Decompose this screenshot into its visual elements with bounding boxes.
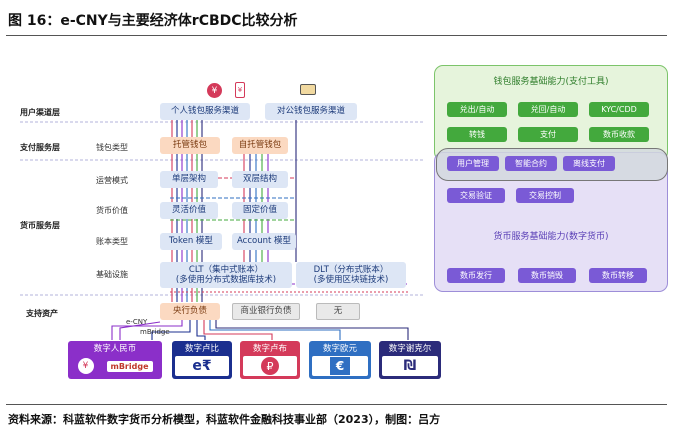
wallet-panel-title: 钱包服务基础能力(支付工具) (493, 77, 609, 87)
layer-currency-service: 货币服务层 (20, 221, 60, 230)
yuan-coin-icon: ¥ (207, 83, 222, 98)
layer-user-channel: 用户渠道层 (20, 108, 60, 117)
clt-subtitle: (多使用分布式数据库技术) (175, 275, 277, 285)
bottom-rule (6, 404, 667, 405)
dlt-title: DLT（分布式账本） (313, 264, 389, 275)
euro-symbol-icon: € (330, 357, 350, 375)
clt-box: CLT（集中式账本） (多使用分布式数据库技术) (160, 262, 292, 288)
rupee-symbol-icon: e₹ (192, 358, 212, 374)
figure-title: 图 16：e-CNY与主要经济体rCBDC比较分析 (8, 13, 298, 29)
currency-name: 数字人民币 (93, 343, 137, 354)
fixed-value-box: 固定价值 (232, 202, 288, 219)
currency-symbol-area: ₽ (243, 356, 297, 376)
capability-payment: 支付 (518, 127, 578, 142)
currency-name: 数字欧元 (322, 343, 357, 354)
currency-symbol-area: € (312, 356, 368, 376)
self-custody-wallet-box: 自托管钱包 (232, 137, 288, 154)
ruble-symbol-icon: ₽ (261, 357, 279, 375)
top-rule (6, 35, 667, 36)
mobile-phone-icon: ¥ (235, 82, 245, 98)
currency-panel-title: 货币服务基础能力(数字货币) (493, 232, 609, 242)
capability-transfer: 转钱 (447, 127, 507, 142)
none-box: 无 (316, 303, 360, 320)
source-note: 资料来源：科蓝软件数字货币分析模型，科蓝软件金融科技事业部（2023），制图：吕… (8, 413, 441, 426)
account-model-box: Account 模型 (232, 233, 296, 250)
token-model-box: Token 模型 (160, 233, 222, 250)
dual-layer-box: 双层结构 (232, 171, 288, 188)
currency-card-ecny: 数字人民币 ¥ mBridge (68, 341, 162, 379)
ecny-link-label: e-CNY (126, 318, 148, 326)
layer-support-asset: 支持资产 (26, 309, 58, 318)
capability-exchange-back: 兑回/自动 (518, 102, 578, 117)
layer-payment-service: 支付服务层 (20, 143, 60, 152)
sublabel-operation-mode: 运营模式 (96, 176, 128, 185)
capability-transaction-verification: 交易验证 (447, 188, 505, 203)
capability-offline-payment: 离线支付 (563, 156, 615, 171)
currency-card-eshekel: 数字谢克尔 ₪ (379, 341, 441, 379)
sublabel-currency-value: 货币价值 (96, 206, 128, 215)
clt-title: CLT（集中式账本） (188, 264, 264, 275)
currency-symbol-area: ¥ mBridge (71, 356, 159, 376)
sublabel-account-type: 账本类型 (96, 237, 128, 246)
single-layer-box: 单层架构 (160, 171, 218, 188)
mbridge-logo: mBridge (106, 360, 153, 372)
capability-smart-contract: 智能合约 (505, 156, 557, 171)
currency-name: 数字谢克尔 (388, 343, 432, 354)
currency-name: 数字卢布 (252, 343, 287, 354)
capability-currency-transfer: 数币转移 (589, 268, 647, 283)
capability-exchange-out: 兑出/自动 (447, 102, 507, 117)
central-bank-liability-box: 央行负债 (160, 303, 220, 320)
currency-card-erupee: 数字卢比 e₹ (172, 341, 232, 379)
computer-terminal-icon (300, 84, 316, 95)
custodial-wallet-box: 托管钱包 (160, 137, 220, 154)
capability-kyc-cdd: KYC/CDD (589, 102, 649, 117)
shekel-symbol-icon: ₪ (403, 358, 417, 374)
commercial-bank-liability-box: 商业银行负债 (232, 303, 300, 320)
dlt-subtitle: (多使用区块链技术) (313, 275, 389, 285)
flexible-value-box: 灵活价值 (160, 202, 218, 219)
capability-issuance: 数币发行 (447, 268, 505, 283)
currency-symbol-area: ₪ (382, 356, 438, 376)
currency-card-euro: 数字欧元 € (309, 341, 371, 379)
personal-wallet-channel: 个人钱包服务渠道 (160, 103, 250, 120)
capability-destruction: 数币销毁 (518, 268, 576, 283)
currency-name: 数字卢比 (184, 343, 219, 354)
currency-card-eruble: 数字卢布 ₽ (240, 341, 300, 379)
capability-transaction-control: 交易控制 (516, 188, 574, 203)
capability-user-management: 用户管理 (447, 156, 499, 171)
currency-symbol-area: e₹ (175, 356, 229, 376)
dlt-box: DLT（分布式账本） (多使用区块链技术) (296, 262, 406, 288)
sublabel-infrastructure: 基础设施 (96, 270, 128, 279)
capability-receive: 数币收款 (589, 127, 649, 142)
ecny-logo-icon: ¥ (77, 358, 94, 374)
corporate-wallet-channel: 对公钱包服务渠道 (265, 103, 357, 120)
sublabel-wallet-type: 钱包类型 (96, 143, 128, 152)
mbridge-link-label: mBridge (140, 328, 170, 336)
